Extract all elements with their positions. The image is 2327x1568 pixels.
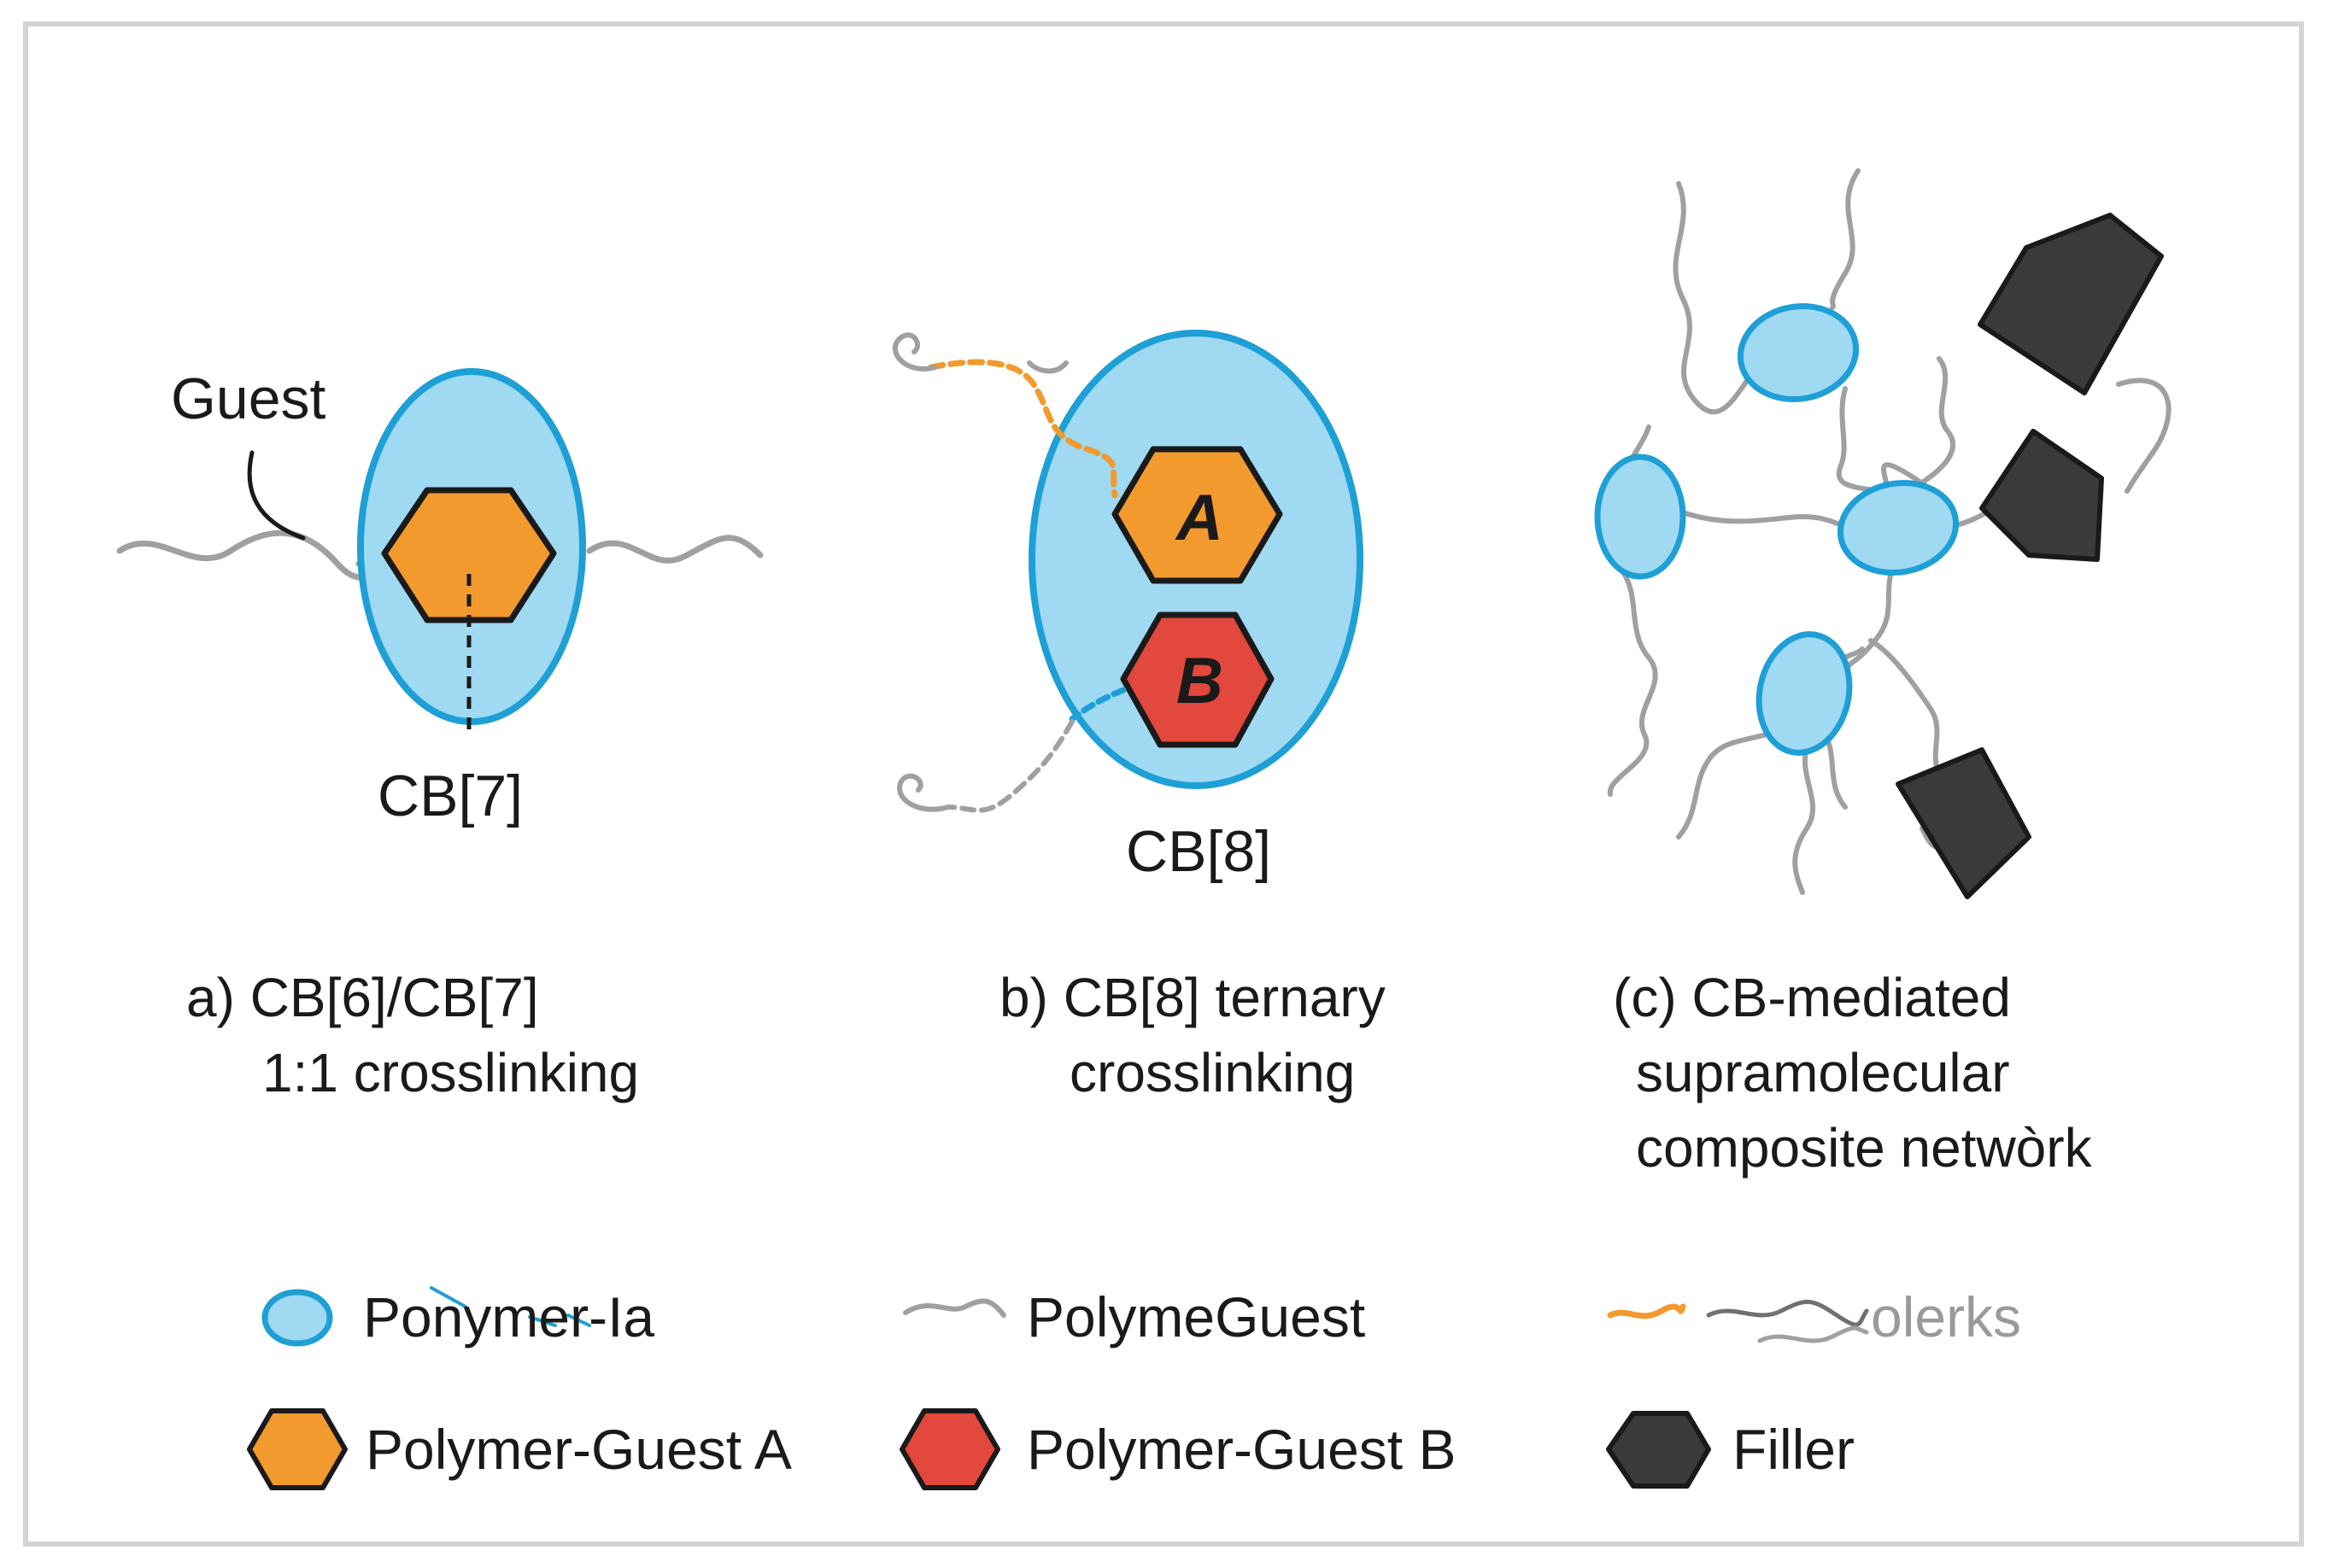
cb-host-node	[1837, 479, 1960, 576]
guest-hexagon	[381, 487, 557, 623]
panel-a-caption-line2: 1:1 crosslinking	[262, 1042, 639, 1103]
linker-hook-top-small	[1027, 360, 1069, 374]
guest-a-hexagon	[1111, 446, 1283, 584]
legend-orange-linker-swatch	[1607, 1303, 1686, 1319]
cb-host-node	[1737, 303, 1860, 402]
legend-linkers-label: olerks	[1871, 1285, 2021, 1349]
legend-host-label: Ponymer-Ia	[363, 1285, 654, 1349]
filler-particle	[1978, 213, 2164, 395]
network-chain	[2116, 377, 2172, 494]
legend-blue-mark	[430, 1286, 591, 1327]
guest-b-label: B	[1176, 645, 1223, 717]
linker-hook-top	[892, 332, 938, 372]
panel-c-caption-line2: supramolecular	[1636, 1042, 2010, 1103]
panel-b: A B CB[8] b) CB[8] ternary crosslinking	[892, 330, 1386, 1103]
panel-a: Guest CB[7] a) CB[6]/CB[7] 1:1 crosslink…	[116, 366, 764, 1103]
network-chain	[1676, 723, 1788, 840]
network-chain	[1830, 168, 1861, 310]
legend-filler-swatch	[1606, 1411, 1711, 1489]
network-chain	[1868, 638, 1950, 788]
cb-host-node	[1756, 631, 1853, 756]
legend-grey-linker-swatch-2	[1757, 1325, 1869, 1343]
blue-linker-b	[1069, 687, 1127, 723]
panel-c: (c) CB-mediated supramolecular composite…	[1594, 168, 2172, 1179]
legend-chain-swatch	[903, 1298, 1006, 1318]
legend-guest-b-swatch	[900, 1408, 1000, 1490]
linker-hook-bottom	[897, 773, 951, 812]
network-chain	[1680, 510, 1848, 528]
legend-grey-linker-swatch	[1706, 1299, 1869, 1327]
cb7-label: CB[7]	[378, 764, 523, 828]
guest-leader-line	[247, 450, 306, 541]
guest-b-hexagon	[1120, 611, 1275, 748]
grey-linker-b	[946, 719, 1075, 813]
polymer-chain-right	[586, 535, 764, 564]
panel-c-caption-line3: composite netwòrk	[1636, 1117, 2093, 1179]
legend-guest-b-label: Polymer-Guest B	[1027, 1418, 1456, 1481]
panel-b-caption-line1: b) CB[8] ternary	[999, 967, 1386, 1028]
guest-a-label: A	[1175, 482, 1223, 554]
guest-label: Guest	[171, 366, 326, 431]
legend-guest-a-label: Polymer-Guest A	[366, 1418, 792, 1481]
panel-b-caption-line2: crosslinking	[1070, 1042, 1355, 1103]
orange-linker-a	[928, 359, 1118, 499]
panel-a-caption-line1: a) CB[6]/CB[7]	[186, 967, 539, 1028]
legend-guest-a-swatch	[247, 1408, 348, 1490]
panel-c-caption-line1: (c) CB-mediated	[1613, 967, 2011, 1028]
cb-host-node	[1594, 453, 1686, 580]
filler-particle	[1979, 429, 2104, 562]
legend-host-swatch	[261, 1289, 333, 1347]
network-chain	[1607, 570, 1658, 797]
cb8-label: CB[8]	[1126, 819, 1271, 884]
network-chain	[1920, 356, 1955, 485]
legend: Ponymer-Ia PolymeGuest olerks Polymer-Gu…	[247, 1285, 2021, 1490]
legend-polymer-guest-label: PolymeGuest	[1027, 1285, 1365, 1349]
network-chain	[1792, 745, 1816, 895]
legend-filler-label: Filler	[1732, 1418, 1855, 1481]
filler-particle	[1896, 747, 2031, 899]
